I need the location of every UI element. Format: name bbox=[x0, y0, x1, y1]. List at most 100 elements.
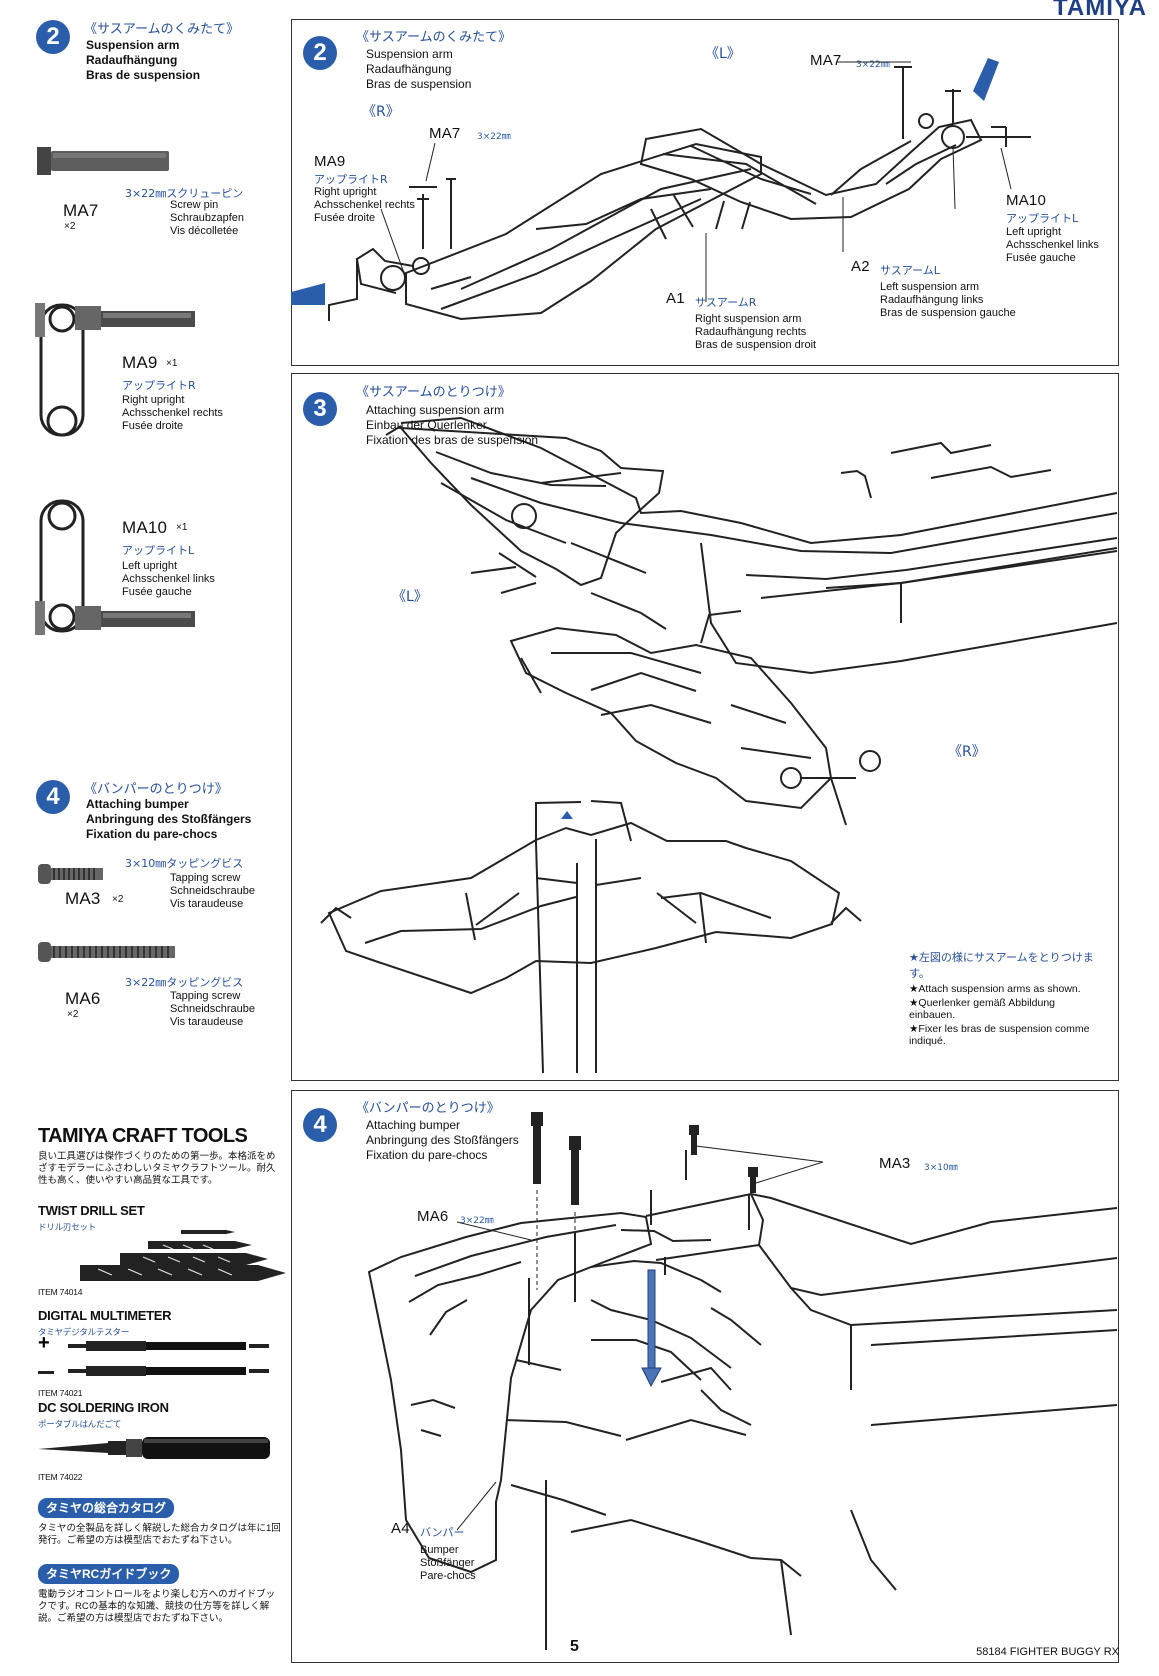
ma9-en: Right upright bbox=[122, 394, 185, 406]
craft-tools-intro: 良い工具選びは傑作づくりのための第一歩。本格派をめざすモデラーにふさわしいタミヤ… bbox=[38, 1151, 276, 1186]
soldering-iron-illustration bbox=[38, 1437, 270, 1459]
ma10-fr: Fusée gauche bbox=[122, 586, 192, 598]
step4-a4-label: A4 bbox=[391, 1520, 410, 1537]
step2-a1-fr: Bras de suspension droit bbox=[695, 339, 817, 351]
ma10-de: Achsschenkel links bbox=[122, 573, 215, 585]
ma10-jp: アップライトL bbox=[122, 544, 195, 557]
step-jp-title: 《サスアームのくみたて》 bbox=[84, 22, 240, 37]
right-upright-illustration bbox=[35, 303, 195, 437]
step-fr-title: Bras de suspension bbox=[86, 68, 201, 82]
step4-fr-right: Fixation du pare-chocs bbox=[366, 1148, 488, 1162]
step2-fr: Bras de suspension bbox=[366, 77, 472, 91]
soldering-iron-item: ITEM 74022 bbox=[38, 1472, 83, 1482]
step2-assembly-diagram bbox=[291, 58, 1031, 321]
step4-fr-title: Fixation du pare-chocs bbox=[86, 827, 218, 841]
step2-a1-de: Radaufhängung rechts bbox=[695, 326, 807, 338]
step2-a2-de: Radaufhängung links bbox=[880, 294, 984, 306]
step2-ma7-right-spec: 3×22㎜ bbox=[477, 132, 511, 142]
ma10-en: Left upright bbox=[122, 560, 178, 572]
page-number: 5 bbox=[570, 1638, 579, 1655]
ma10-label: MA10 bbox=[122, 518, 168, 537]
step2-ma10-label: MA10 bbox=[1006, 192, 1046, 209]
step2-ma10-en: Left upright bbox=[1006, 226, 1062, 238]
ma7-en: Screw pin bbox=[170, 199, 219, 211]
step2-side-r: 《R》 bbox=[362, 104, 400, 120]
step2-number: 2 bbox=[303, 36, 337, 70]
ma9-label: MA9 bbox=[122, 353, 158, 372]
step4-assembly-diagram bbox=[367, 1112, 1118, 1650]
catalog-label: タミヤの総合カタログ bbox=[38, 1498, 175, 1518]
tapping-screw-illustration bbox=[38, 864, 103, 884]
twist-drill-item: ITEM 74014 bbox=[38, 1287, 83, 1297]
step2-ma9-label: MA9 bbox=[314, 153, 346, 170]
step4-jp-title-right: 《バンパーのとりつけ》 bbox=[356, 1101, 500, 1116]
step3-note-en: ★Attach suspension arms as shown. bbox=[909, 983, 1081, 995]
step-number: 4 bbox=[36, 780, 70, 814]
step3-side-l: 《L》 bbox=[392, 589, 428, 605]
step2-ma7-left-label: MA7 bbox=[810, 52, 842, 69]
step4-de-right: Anbringung des Stoßfängers bbox=[366, 1133, 519, 1147]
step4-ma6-label: MA6 bbox=[417, 1208, 449, 1225]
svg-text:+: + bbox=[38, 1332, 50, 1354]
step2-a2-jp: サスアームL bbox=[880, 264, 940, 277]
step2-ma10-fr: Fusée gauche bbox=[1006, 252, 1076, 264]
twist-drill-title: TWIST DRILL SET bbox=[38, 1203, 145, 1218]
step4-a4-fr: Pare-chocs bbox=[420, 1570, 476, 1582]
ma7-de: Schraubzapfen bbox=[170, 212, 244, 224]
step4-en-right: Attaching bumper bbox=[366, 1118, 461, 1132]
step3-note-de: ★Querlenker gemäß Abbildung einbauen. bbox=[909, 997, 1055, 1022]
step4-jp-title: 《バンパーのとりつけ》 bbox=[84, 782, 228, 797]
ma3-jp: 3×10㎜タッピングビス bbox=[125, 857, 244, 870]
craft-tools-title: TAMIYA CRAFT TOOLS bbox=[38, 1125, 248, 1147]
ma7-label: MA7 bbox=[63, 201, 99, 220]
soldering-iron-jp: ポータブルはんだごて bbox=[38, 1420, 122, 1430]
step2-ma10-jp: アップライトL bbox=[1006, 212, 1079, 225]
step2-side-l: 《L》 bbox=[705, 46, 741, 62]
step4-ma3-spec: 3×10㎜ bbox=[924, 1163, 958, 1173]
step2-ma7-right-label: MA7 bbox=[429, 125, 461, 142]
step-3-panel bbox=[291, 373, 1119, 1081]
step2-ma9-de: Achsschenkel rechts bbox=[314, 199, 415, 211]
multimeter-jp: タミヤデジタルテスター bbox=[38, 1328, 130, 1338]
ma10-qty: ×1 bbox=[176, 522, 188, 533]
step4-a4-jp: バンパー bbox=[420, 1526, 465, 1539]
multimeter-probes-illustration: + bbox=[38, 1332, 269, 1376]
step3-en: Attaching suspension arm bbox=[366, 403, 505, 417]
left-upright-illustration bbox=[35, 499, 195, 635]
step2-ma9-fr: Fusée droite bbox=[314, 212, 376, 224]
screw-pin-illustration bbox=[37, 147, 169, 175]
catalog-text: タミヤの全製品を詳しく解説した総合カタログは年に1回発行。ご希望の方は模型店でお… bbox=[38, 1523, 281, 1546]
step2-en: Suspension arm bbox=[366, 47, 453, 61]
ma7-jp: 3×22㎜スクリューピン bbox=[125, 187, 244, 200]
twist-drill-jp: ドリル刃セット bbox=[38, 1223, 97, 1233]
tapping-screw-illustration bbox=[38, 942, 175, 962]
step2-ma10-de: Achsschenkel links bbox=[1006, 239, 1099, 251]
soldering-iron-title: DC SOLDERING IRON bbox=[38, 1400, 169, 1415]
guide-label: タミヤRCガイドブック bbox=[38, 1564, 180, 1584]
step-en-title: Suspension arm bbox=[86, 38, 180, 52]
ma6-qty: ×2 bbox=[67, 1009, 79, 1020]
ma9-fr: Fusée droite bbox=[122, 420, 184, 432]
multimeter-item: ITEM 74021 bbox=[38, 1388, 83, 1398]
footer-model: 58184 FIGHTER BUGGY RX bbox=[976, 1646, 1119, 1658]
step4-a4-en: Bumper bbox=[420, 1544, 459, 1556]
step2-a1-en: Right suspension arm bbox=[695, 313, 802, 325]
ma7-qty: ×2 bbox=[64, 221, 76, 232]
ma6-jp: 3×22㎜タッピングビス bbox=[125, 976, 244, 989]
step2-a1-label: A1 bbox=[666, 290, 685, 307]
step3-note-fr: ★Fixer les bras de suspension comme indi… bbox=[909, 1023, 1090, 1048]
step2-a2-fr: Bras de suspension gauche bbox=[880, 307, 1016, 319]
step2-ma7-left-spec: 3×22㎜ bbox=[856, 60, 890, 70]
step-4-panel bbox=[291, 1090, 1119, 1663]
step4-ma6-spec: 3×22㎜ bbox=[460, 1216, 494, 1226]
step2-ma9-jp: アップライトR bbox=[314, 173, 388, 186]
step2-jp-title: 《サスアームのくみたて》 bbox=[356, 30, 512, 45]
ma3-label: MA3 bbox=[65, 889, 101, 908]
step4-de-title: Anbringung des Stoßfängers bbox=[86, 812, 252, 826]
step-de-title: Radaufhängung bbox=[86, 53, 178, 67]
ma6-label: MA6 bbox=[65, 989, 101, 1008]
step2-a2-en: Left suspension arm bbox=[880, 281, 980, 293]
step2-a2-label: A2 bbox=[851, 258, 870, 275]
multimeter-title: DIGITAL MULTIMETER bbox=[38, 1308, 172, 1323]
ma6-en: Tapping screw bbox=[170, 990, 241, 1002]
